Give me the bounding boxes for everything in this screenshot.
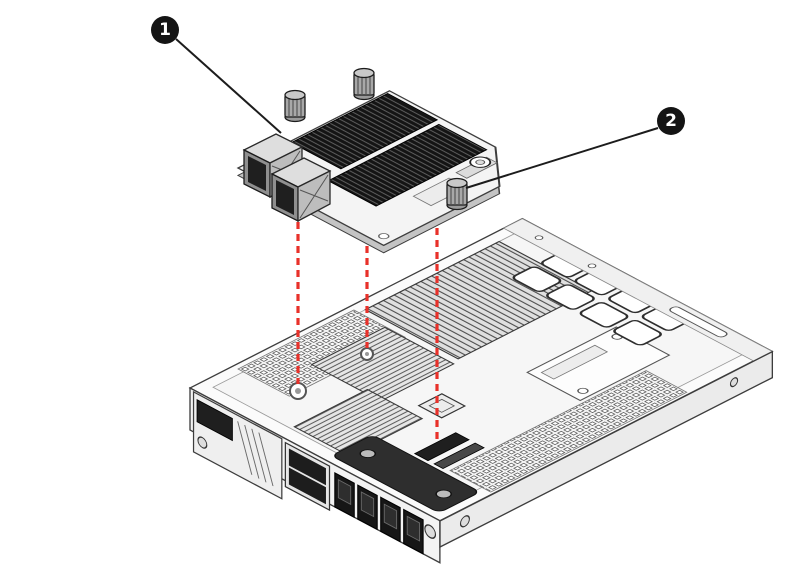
bracket-screw: [435, 489, 452, 499]
callout-1-leader: [175, 38, 282, 134]
alignment-guides: [296, 222, 439, 441]
thumbscrew-1: [284, 89, 306, 123]
wall-screw: [459, 515, 470, 528]
controller-canister: [188, 217, 774, 564]
wall-screw: [729, 377, 739, 388]
capacitor-bank: [512, 252, 691, 346]
chip-socket: [417, 393, 467, 419]
sfp-opening-bottom: [288, 467, 326, 505]
mounting-hole: [378, 233, 390, 240]
hic-connector: [413, 432, 470, 462]
front-right-grille: [449, 370, 688, 493]
callout-1-bubble: [151, 16, 179, 44]
thumbscrew-3: [446, 177, 468, 211]
callout-2: 2: [465, 107, 685, 189]
callout-2-bubble: [657, 107, 685, 135]
callout-1-label: 1: [159, 20, 171, 40]
panel-screw: [197, 436, 208, 449]
standoff-1-hole: [295, 388, 301, 394]
flange-hole: [534, 235, 544, 241]
controller-deck: [188, 217, 774, 522]
standoff-2-hole: [365, 352, 369, 356]
host-interface-card: [236, 67, 501, 254]
callout-2-label: 2: [665, 111, 677, 131]
controller-right-wall: [439, 350, 774, 549]
callout-1: 1: [151, 16, 282, 134]
flange-slot: [669, 306, 728, 338]
bracket-screw: [359, 449, 377, 458]
thumbscrew-2: [353, 67, 375, 101]
heatsink-medium: [310, 326, 455, 402]
heatsink-small: [293, 388, 424, 457]
sfp-port-small: [196, 399, 233, 442]
callout-2-leader: [465, 127, 659, 189]
right-wall: [439, 350, 774, 549]
hic-heatsink-front: [327, 123, 488, 207]
sfp-opening-top: [288, 448, 326, 486]
hic-heatsink-rear: [290, 93, 439, 170]
spring-screw-hole: [475, 159, 486, 165]
panel-thumbscrew: [424, 524, 437, 539]
flange-hole: [587, 263, 597, 269]
host-ports: [334, 472, 424, 555]
module-connector: [540, 344, 609, 380]
hic-connector-2: [433, 442, 485, 470]
vent-hatch: [237, 421, 274, 487]
module-screw: [577, 387, 589, 394]
